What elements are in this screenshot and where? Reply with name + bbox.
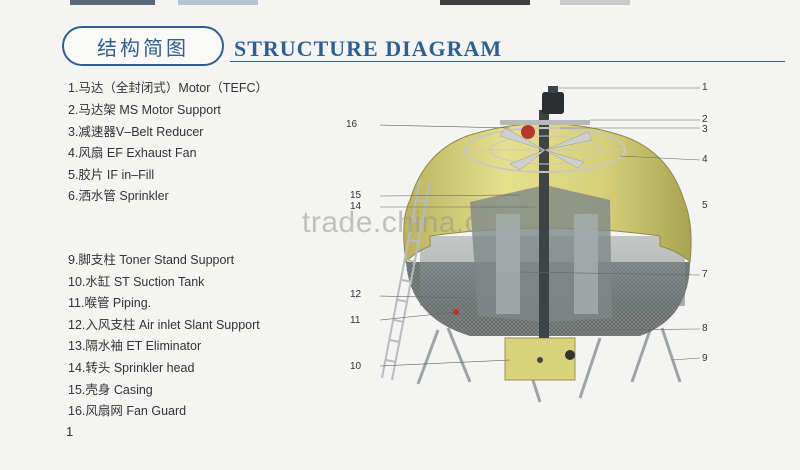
callout-4: 4	[702, 154, 708, 165]
page-number: 1	[66, 424, 74, 439]
legend-item-sprinkler-head: 14.转头 Sprinkler head	[68, 361, 195, 375]
legend-item-casing: 15.壳身 Casing	[68, 383, 153, 397]
legend-item-slant-support: 12.入风支柱 Air inlet Slant Support	[68, 318, 260, 332]
header-badge: 结构简图	[62, 26, 224, 66]
callout-7: 7	[702, 269, 708, 280]
access-ladder	[381, 179, 431, 381]
motor	[542, 86, 564, 114]
legend-item-exhaust-fan: 4.风扇 EF Exhaust Fan	[68, 146, 197, 160]
callout-5: 5	[702, 200, 708, 211]
legend-item-fan-guard: 16.风扇网 Fan Guard	[68, 404, 187, 418]
reducer	[521, 125, 535, 139]
exhaust-fan	[499, 127, 593, 171]
legend-item-sprinkler: 6.洒水管 Sprinkler	[68, 189, 169, 203]
title-underline	[230, 61, 785, 62]
callout-12: 12	[350, 289, 362, 300]
watermark: trade.china.cn	[302, 206, 498, 239]
callout-3: 3	[702, 124, 708, 135]
page-title: STRUCTURE DIAGRAM	[234, 36, 503, 61]
top-color-strip	[0, 0, 800, 6]
legend-item-eliminator: 13.隔水袖 ET Eliminator	[68, 339, 202, 353]
legend-item-motor: 1.马达（全封闭式）Motor（TEFC）	[68, 81, 269, 95]
callout-1: 1	[702, 82, 708, 93]
callout-10: 10	[350, 361, 362, 372]
legend-item-piping: 11.喉管 Piping.	[68, 296, 152, 310]
central-pipe	[539, 110, 549, 338]
suction-tank	[504, 337, 576, 381]
leader-lines	[379, 87, 701, 367]
callout-11: 11	[350, 315, 361, 326]
callout-15: 15	[350, 190, 362, 201]
callout-2: 2	[702, 114, 708, 125]
legend-item-reducer: 3.减速器V–Belt Reducer	[68, 125, 204, 139]
motor-support	[500, 120, 590, 125]
callout-16: 16	[346, 119, 358, 130]
legend-item-suction-tank: 10.水缸 ST Suction Tank	[68, 275, 205, 289]
legend-item-infill: 5.胶片 IF in–Fill	[68, 168, 155, 182]
legend-item-stand-support: 9.脚支柱 Toner Stand Support	[68, 253, 235, 267]
callout-8: 8	[702, 323, 708, 334]
legend-item-motor-support: 2.马达架 MS Motor Support	[68, 103, 221, 117]
callout-9: 9	[702, 353, 708, 364]
callout-14: 14	[350, 201, 362, 212]
